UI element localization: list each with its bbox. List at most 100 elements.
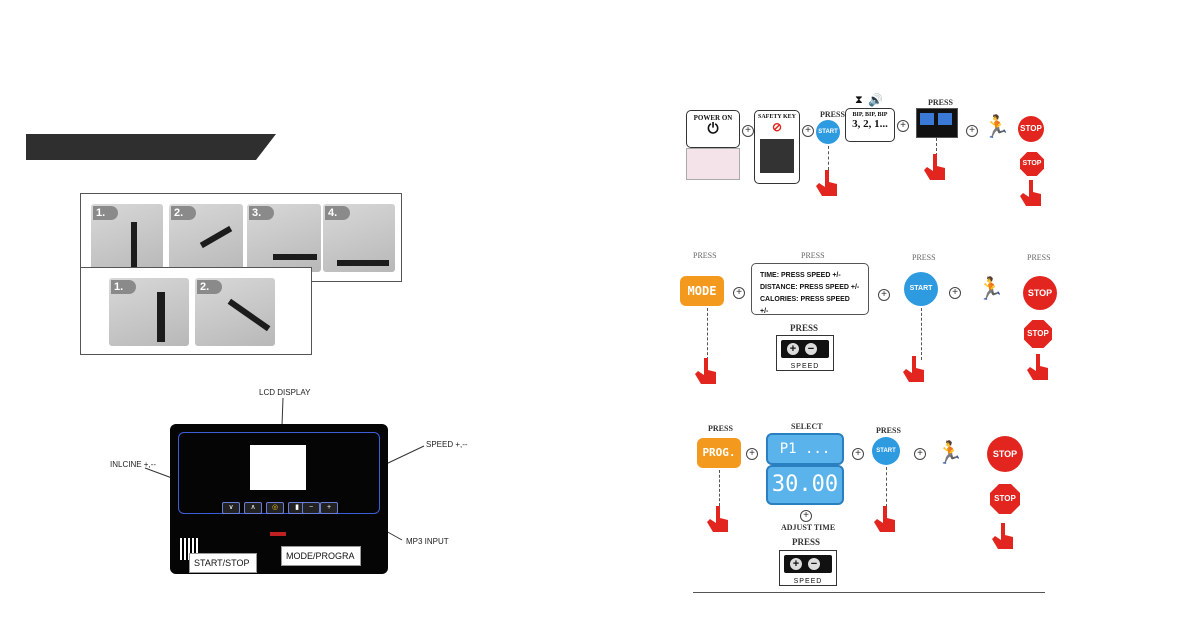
folding-photo-1: 1. <box>109 278 189 346</box>
press-label: PRESS <box>792 537 821 547</box>
hand-pointer-icon <box>695 358 716 384</box>
step-number: 2. <box>197 280 222 294</box>
time-line: TIME: PRESS SPEED +/- <box>760 272 841 279</box>
treadmill-shape <box>157 292 165 342</box>
dashed-pointer <box>886 467 887 507</box>
dashed-pointer <box>921 308 922 360</box>
plus-icon: + <box>800 510 812 522</box>
press-label: PRESS <box>693 251 717 260</box>
settings-info-box: TIME: PRESS SPEED +/- DISTANCE: PRESS SP… <box>751 263 869 315</box>
assembly-photo-3: 3. <box>247 204 321 272</box>
calories-line: CALORIES: PRESS SPEED +/- <box>760 296 850 315</box>
power-switch-photo <box>686 148 740 180</box>
plus-icon: + <box>742 125 754 137</box>
mode-button: MODE <box>680 276 724 306</box>
speed-minus-icon: − <box>808 558 820 570</box>
press-label: PRESS <box>928 98 953 107</box>
adjust-time-label: ADJUST TIME <box>781 523 836 532</box>
hand-pointer-icon <box>1027 354 1048 380</box>
step-number: 3. <box>249 206 274 220</box>
step-number: 1. <box>111 280 136 294</box>
speed-up-button[interactable]: + <box>320 502 338 514</box>
dashed-pointer <box>828 146 829 170</box>
speed-plus-icon: + <box>790 558 802 570</box>
plus-icon: + <box>949 287 961 299</box>
speed-buttons-box: + − SPEED <box>776 335 834 371</box>
speed-down-button[interactable]: − <box>302 502 320 514</box>
speed-buttons-bar: + − <box>784 555 832 573</box>
stop-button: STOP <box>1018 116 1044 142</box>
treadmill-shape <box>131 222 137 268</box>
step-number: 4. <box>325 206 350 220</box>
stop-button: STOP <box>1023 276 1057 310</box>
hand-pointer-icon <box>707 506 728 532</box>
mp3-input-label: MP3 INPUT <box>406 537 449 546</box>
hand-pointer-icon <box>903 356 924 382</box>
section-header-bar <box>26 134 276 160</box>
plus-icon: + <box>897 120 909 132</box>
assembly-photos-frame: 1. 2. 3. 4. <box>80 193 402 282</box>
countdown-label: 3, 2, 1... <box>852 118 888 130</box>
speed-minus-icon: − <box>805 343 817 355</box>
safety-key-photo <box>760 139 794 173</box>
speaker-icon: 🔊 <box>868 93 883 107</box>
hand-pointer-icon <box>1020 180 1041 206</box>
speed-plus-icon: + <box>787 343 799 355</box>
safety-key-box: SAFETY KEY ⊘ <box>754 110 800 184</box>
lcd-display-label: LCD DISPLAY <box>259 388 311 397</box>
assembly-photo-4: 4. <box>323 204 395 272</box>
dashed-pointer <box>719 470 720 506</box>
footer-rule <box>693 592 1045 593</box>
stop-sign-icon: STOP <box>1024 320 1052 348</box>
treadmill-shape <box>273 254 317 260</box>
program-select-display: P1 ... P12 <box>766 433 844 485</box>
speed-label: SPEED <box>790 363 820 370</box>
brand-logo <box>270 532 286 536</box>
hand-pointer-icon <box>816 170 837 196</box>
countdown-box: BIP, BIP, BIP 3, 2, 1... <box>845 108 895 142</box>
hand-pointer-icon <box>924 154 945 180</box>
press-label: PRESS <box>801 251 825 260</box>
press-label: PRESS <box>820 110 845 119</box>
speed-buttons-box: + − SPEED <box>779 550 837 586</box>
mode-button[interactable]: ◎ <box>266 502 284 514</box>
press-label: PRESS <box>1027 253 1051 262</box>
safety-key-label: SAFETY KEY <box>758 114 796 120</box>
plus-icon: + <box>914 448 926 460</box>
hourglass-icon: ⧗ <box>855 94 863 106</box>
plus-icon: + <box>746 448 758 460</box>
press-label: PRESS <box>790 323 819 333</box>
mode-program-label: MODE/PROGRA <box>281 546 361 566</box>
folding-photo-2: 2. <box>195 278 275 346</box>
plus-icon: + <box>966 125 978 137</box>
hand-pointer-icon <box>874 506 895 532</box>
dashed-pointer <box>707 308 708 360</box>
speed-buttons-bar: + − <box>781 340 829 358</box>
assembly-photo-1: 1. <box>91 204 163 272</box>
step-number: 2. <box>171 206 196 220</box>
power-on-label: POWER ON <box>693 114 733 122</box>
step-number: 1. <box>93 206 118 220</box>
stop-sign-icon: STOP <box>990 484 1020 514</box>
safety-key-icon: ⊘ <box>771 120 783 134</box>
speed-label: SPEED <box>793 578 823 585</box>
assembly-photo-2: 2. <box>169 204 243 272</box>
plus-icon: + <box>802 125 814 137</box>
runner-icon: 🏃 <box>977 276 1005 301</box>
incline-up-button[interactable]: ∧ <box>244 502 262 514</box>
stop-sign-icon: STOP <box>1020 152 1044 176</box>
select-label: SELECT <box>791 422 823 431</box>
start-stop-label: START/STOP <box>189 553 257 573</box>
start-button: START <box>904 272 938 306</box>
distance-line: DISTANCE: PRESS SPEED +/- <box>760 284 860 291</box>
speed-label: SPEED +,-- <box>426 440 468 449</box>
incline-down-button[interactable]: ∨ <box>222 502 240 514</box>
program-button: PROG. <box>697 438 741 468</box>
hand-pointer-icon <box>992 523 1013 549</box>
power-icon: ⏻ <box>707 122 719 137</box>
press-label: PRESS <box>708 424 733 433</box>
plus-icon: + <box>852 448 864 460</box>
press-label: PRESS <box>876 426 901 435</box>
press-label: PRESS <box>912 253 936 262</box>
dashed-pointer <box>936 138 937 156</box>
